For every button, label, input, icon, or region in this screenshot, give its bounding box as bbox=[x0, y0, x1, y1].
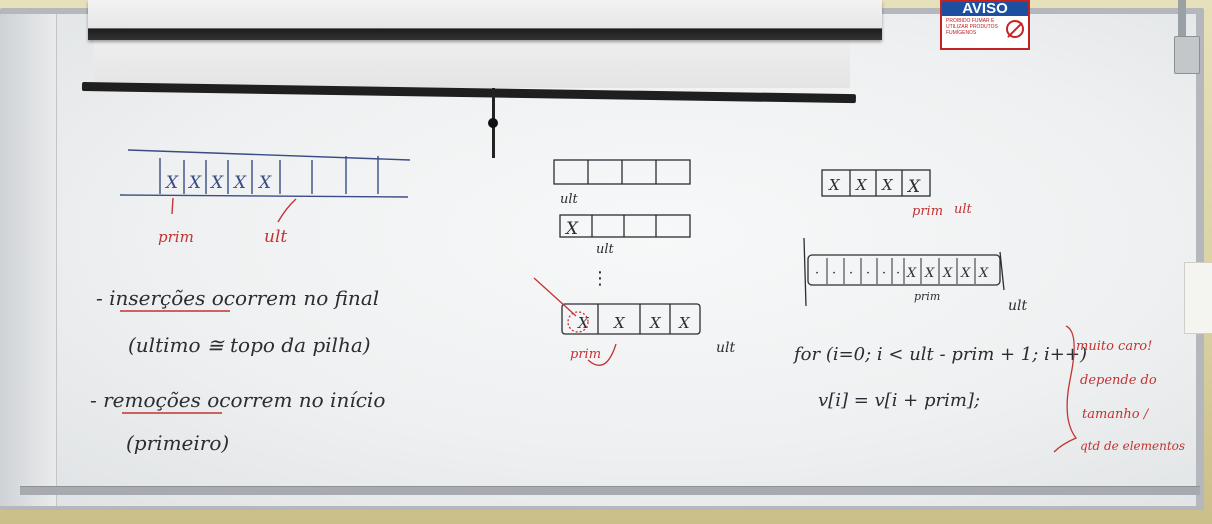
wall-conduit bbox=[1178, 0, 1186, 52]
array2-row3-cell: X bbox=[613, 314, 626, 332]
left-board-panel bbox=[0, 14, 57, 506]
array3-long-cell: · bbox=[882, 266, 886, 281]
array3-long-cell: · bbox=[866, 266, 870, 281]
code-for-loop: for (i=0; i < ult - prim + 1; i++) bbox=[792, 344, 1087, 365]
array1-cell: X bbox=[164, 173, 179, 193]
array3-long-cell: X bbox=[960, 266, 971, 281]
array3-top-cell: X bbox=[855, 176, 868, 194]
array1-cell: X bbox=[257, 173, 272, 193]
array3-long-cell: X bbox=[978, 266, 989, 281]
array1-cell: X bbox=[232, 173, 247, 193]
array2-row3-cell: X bbox=[678, 314, 691, 332]
array2-prim-label: prim bbox=[570, 347, 601, 362]
note-underlines bbox=[120, 310, 230, 414]
warning-sign: AVISO PROIBIDO FUMAR E UTILIZAR PRODUTOS… bbox=[940, 0, 1030, 50]
array3-top-cell: X bbox=[828, 176, 841, 194]
array1-ult-label: ult bbox=[264, 227, 287, 247]
array3-prim2-label: prim bbox=[914, 290, 940, 303]
note-last-top-of-stack: (ultimo ≅ topo da pilha) bbox=[128, 333, 371, 357]
no-smoking-icon bbox=[1006, 20, 1024, 38]
array3-long-cell: · bbox=[815, 266, 819, 281]
array2-ellipsis: ⋮ bbox=[591, 268, 609, 289]
note-removals: - remoções ocorrem no início bbox=[90, 388, 385, 412]
side-note-bracket bbox=[1053, 325, 1078, 453]
array1-pointers bbox=[171, 197, 297, 223]
array3-long-cell: · bbox=[849, 266, 853, 281]
diagram-array-1 bbox=[119, 149, 411, 198]
diagram-array-3 bbox=[803, 169, 1005, 307]
array3-long-cell: · bbox=[832, 266, 836, 281]
array1-prim-label: prim bbox=[158, 228, 194, 246]
side-note-line: muito caro! bbox=[1076, 339, 1152, 354]
array3-ult2-label: ult bbox=[1008, 298, 1027, 314]
array1-cell: X bbox=[209, 173, 224, 193]
projector-screen-case bbox=[88, 0, 882, 40]
note-insertions: - inserções ocorrem no final bbox=[96, 286, 379, 310]
pull-cord-knob bbox=[488, 118, 498, 128]
array2-ult-c: ult bbox=[716, 340, 735, 356]
array3-long-cell: X bbox=[924, 266, 935, 281]
array2-ult-a: ult bbox=[560, 192, 579, 207]
diagram-array-2 bbox=[553, 159, 701, 335]
array2-row3-cell: X bbox=[649, 314, 662, 332]
array3-top-cell: X bbox=[881, 176, 894, 194]
wall-outlet bbox=[1174, 36, 1200, 74]
projector-screen-cloth bbox=[94, 38, 850, 88]
side-note-line: qtd de elementos bbox=[1080, 439, 1185, 453]
array3-long-cell: · bbox=[896, 266, 900, 281]
array3-prim-label: prim bbox=[912, 204, 943, 219]
array2-ult-b: ult bbox=[596, 242, 615, 257]
array3-ult-label: ult bbox=[954, 202, 973, 217]
array3-top-cell: X bbox=[906, 177, 921, 197]
posted-paper bbox=[1184, 262, 1212, 334]
side-note-line: tamanho / bbox=[1082, 407, 1150, 422]
array2-row2-cell: X bbox=[564, 219, 579, 239]
array2-pointers bbox=[533, 277, 617, 366]
array3-long-cell: X bbox=[906, 266, 917, 281]
sign-heading: AVISO bbox=[942, 1, 1028, 16]
sign-body: PROIBIDO FUMAR E UTILIZAR PRODUTOS FUMÍG… bbox=[946, 18, 998, 36]
array3-long-dividers bbox=[826, 258, 976, 284]
array3-long-cell: X bbox=[942, 266, 953, 281]
marker-tray bbox=[20, 486, 1200, 495]
note-first: (primeiro) bbox=[126, 431, 229, 455]
array1-cell: X bbox=[187, 173, 202, 193]
side-note-line: depende do bbox=[1080, 373, 1157, 388]
code-assignment: v[i] = v[i + prim]; bbox=[818, 390, 980, 411]
